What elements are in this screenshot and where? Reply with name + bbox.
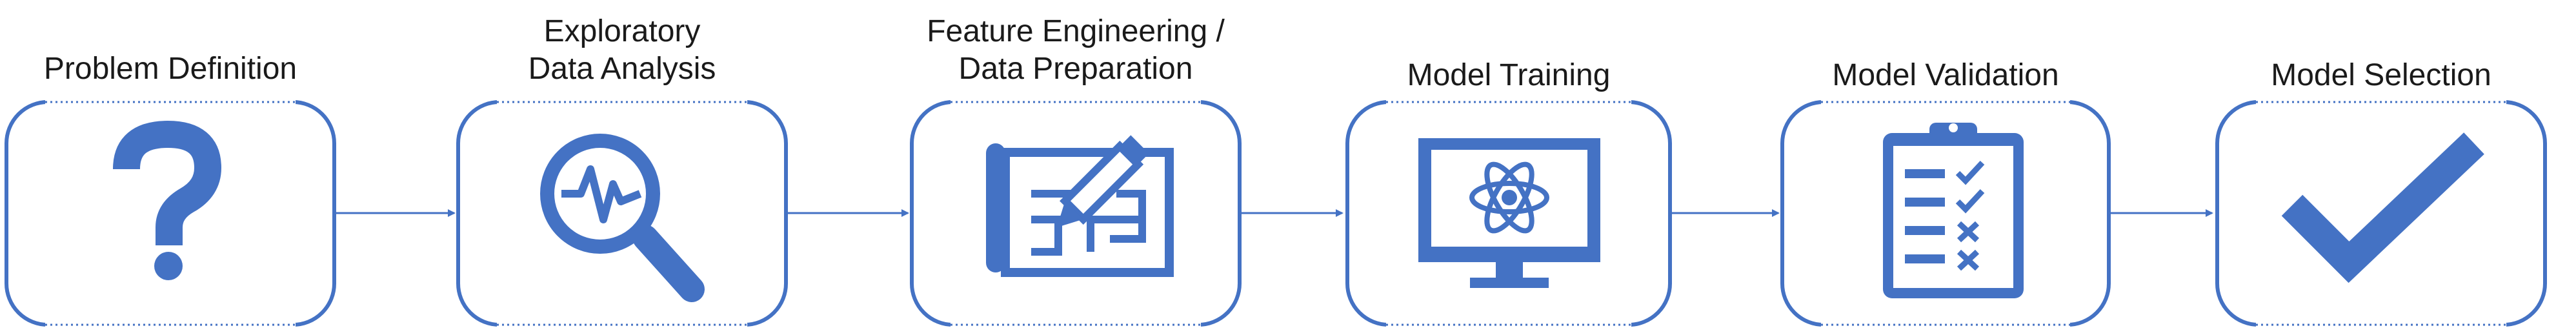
step-title-line: Exploratory: [543, 14, 701, 48]
step-title-line: Data Preparation: [958, 52, 1193, 86]
magnifier-waveform-icon: [540, 134, 705, 302]
step-title-line: Data Analysis: [528, 52, 716, 86]
step-box-2: [456, 99, 788, 328]
step-title-line: Model Validation: [1832, 58, 2059, 92]
step-title-6: Model Selection: [2271, 57, 2491, 94]
step-box-3: [910, 99, 1242, 328]
question-mark-icon: [113, 120, 222, 280]
blueprint-pencil-icon: [986, 135, 1174, 277]
step-title-line: Model Selection: [2271, 58, 2491, 92]
step-title-3: Feature Engineering / Data Preparation: [927, 13, 1225, 88]
clipboard-checklist-icon: [1883, 123, 2024, 298]
monitor-atom-icon: [1418, 138, 1600, 288]
step-title-1: Problem Definition: [44, 50, 297, 88]
step-box-5: [1780, 99, 2111, 328]
step-box-4: [1345, 99, 1672, 328]
step-title-5: Model Validation: [1832, 57, 2058, 94]
step-title-line: Feature Engineering /: [927, 14, 1225, 48]
step-box-1: [5, 99, 336, 328]
step-title-line: Problem Definition: [43, 52, 297, 86]
step-title-line: Model Training: [1407, 58, 1611, 92]
step-title-4: Model Training: [1407, 57, 1611, 94]
checkmark-icon: [2281, 132, 2484, 283]
step-title-2: Exploratory Data Analysis: [528, 13, 716, 88]
step-box-6: [2215, 99, 2547, 328]
